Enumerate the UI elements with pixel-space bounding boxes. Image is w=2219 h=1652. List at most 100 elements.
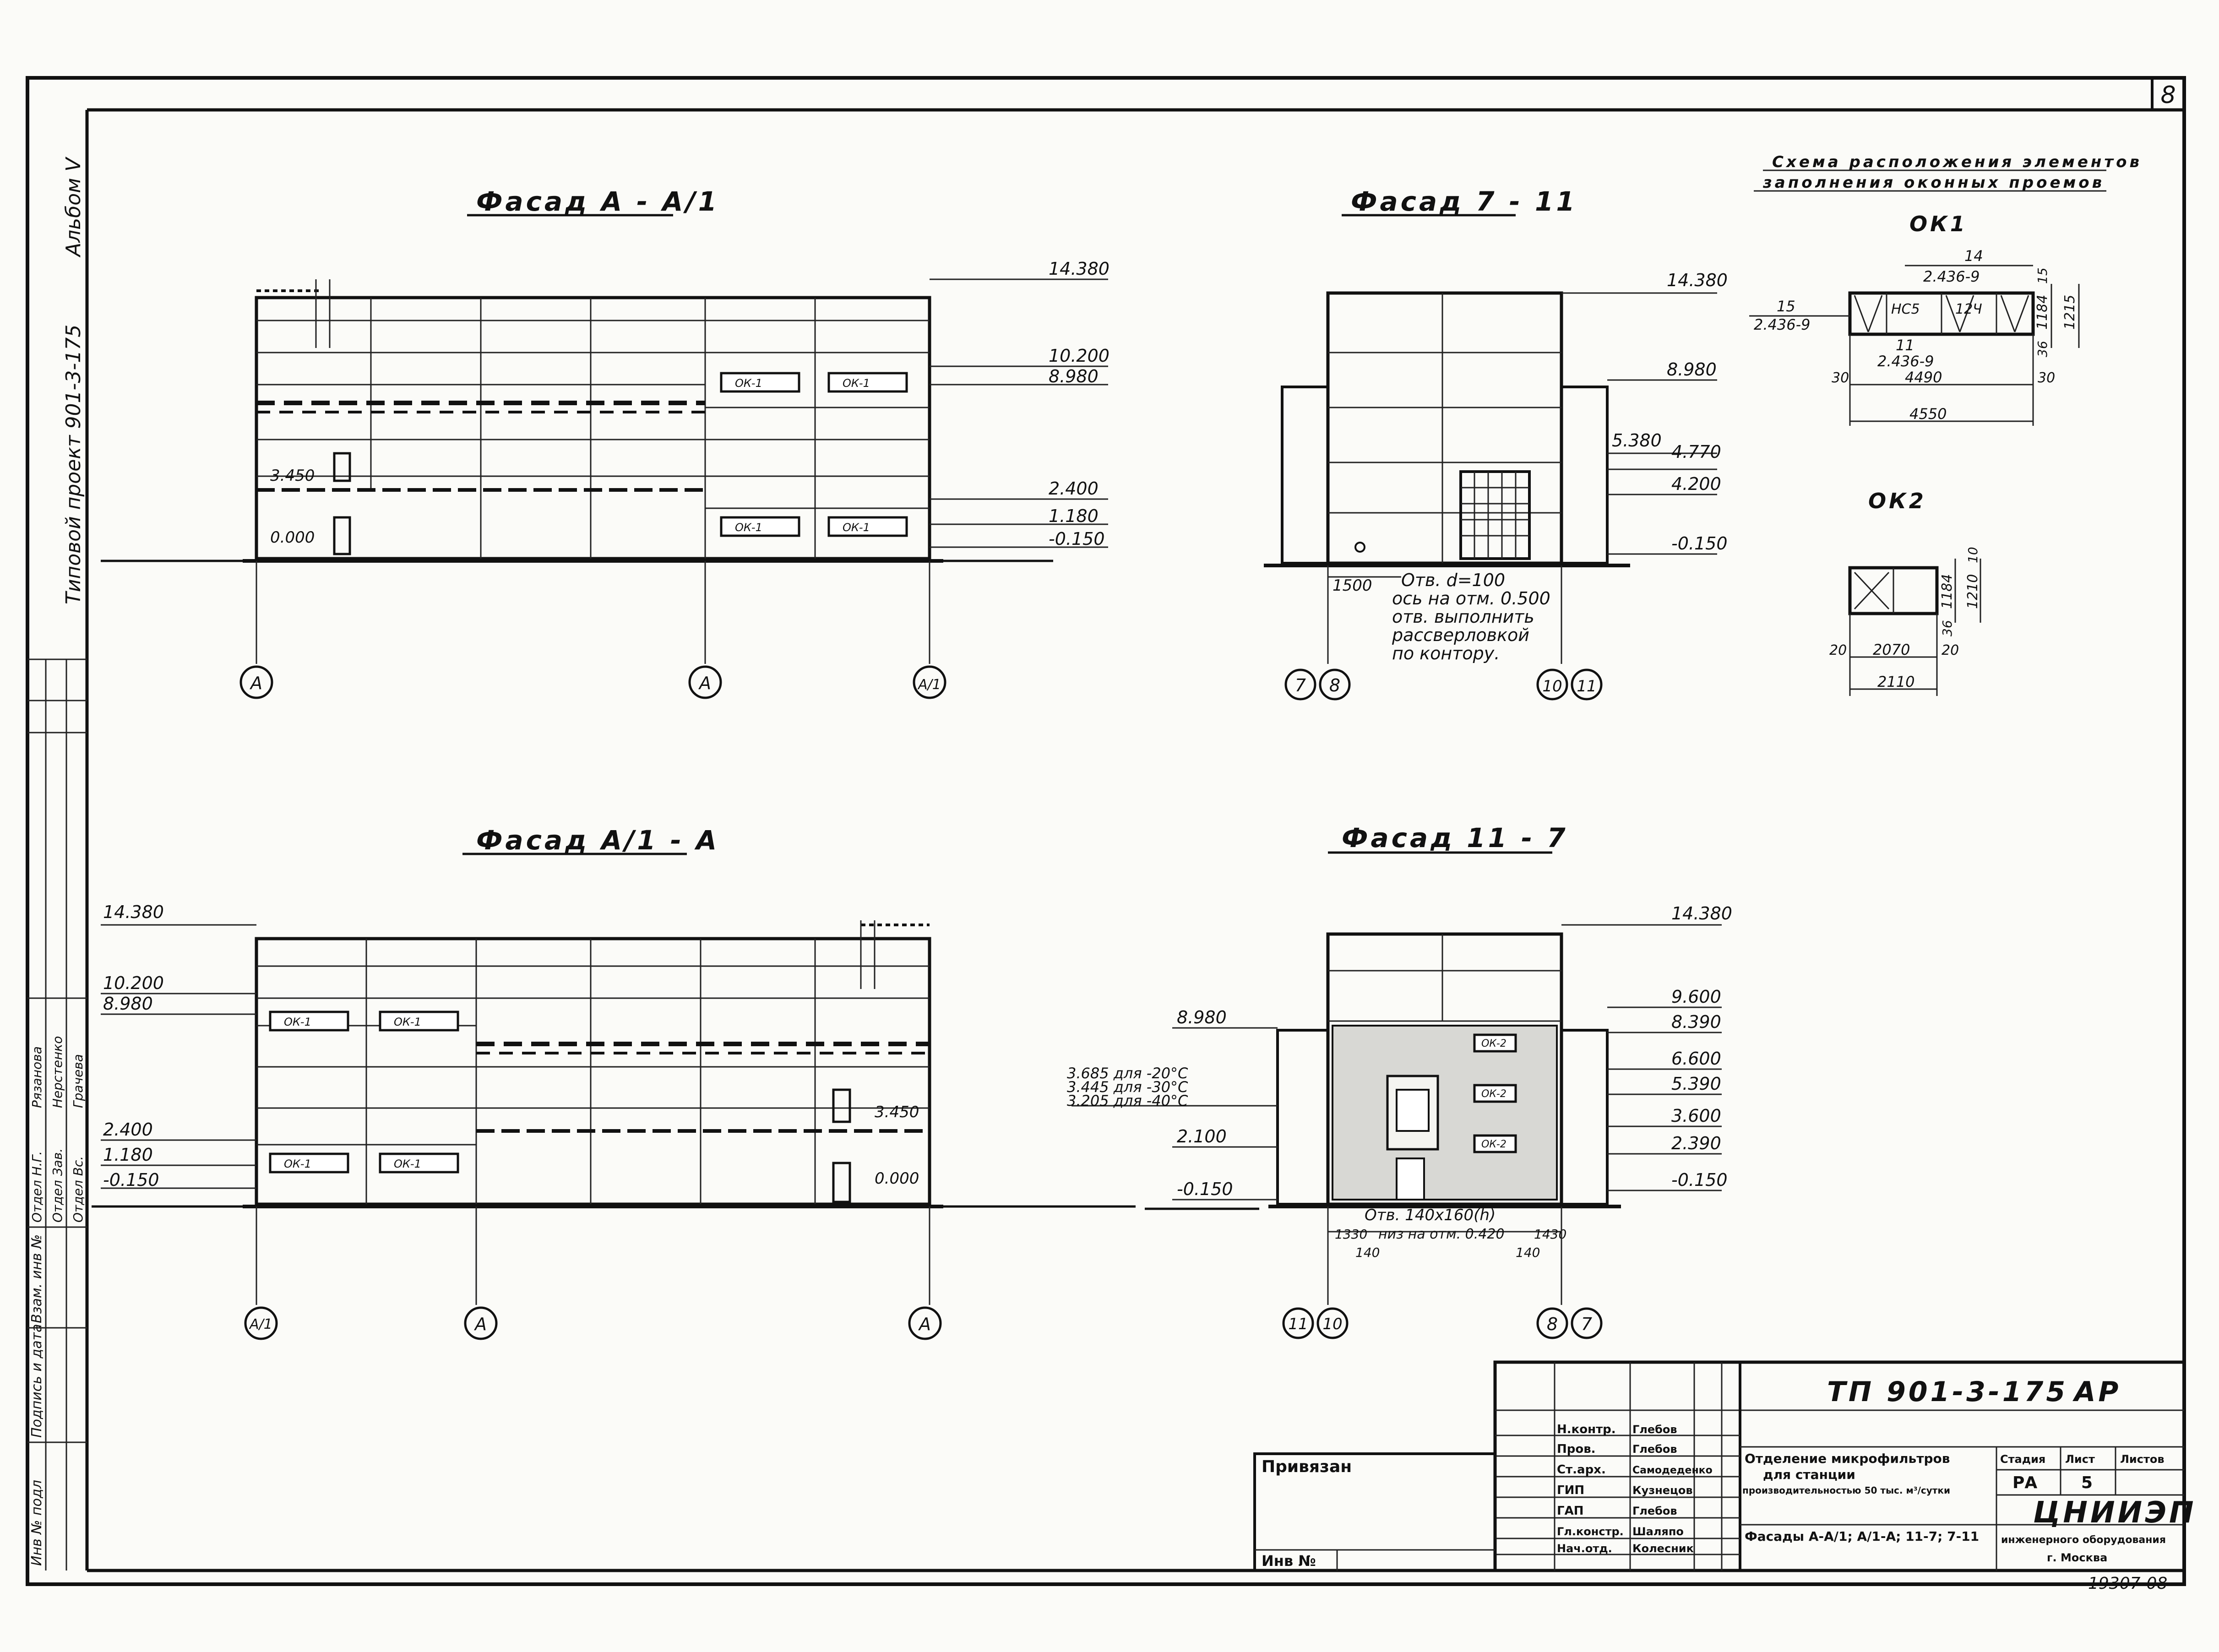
facade3-title: Фасад А/1 - А bbox=[476, 825, 719, 856]
f1-level-10200: 10.200 bbox=[1049, 346, 1110, 366]
tb-sheet-title: Фасады А-А/1; А/1-А; 11-7; 7-11 bbox=[1745, 1529, 1979, 1544]
f1-level-14380: 14.380 bbox=[1049, 259, 1110, 279]
f4-axis-7: 7 bbox=[1581, 1314, 1592, 1334]
facade-a-a1: Фасад А - А/1 bbox=[101, 186, 1110, 699]
ok1-height-a: 1184 bbox=[2034, 295, 2050, 330]
f3-axis-3: А bbox=[918, 1314, 931, 1334]
strip-cell-sign: Подпись и дата bbox=[29, 1324, 45, 1438]
tb-object-3: производительностью 50 тыс. м³/сутки bbox=[1742, 1485, 1950, 1496]
ok1-left-num: 15 bbox=[1777, 298, 1795, 315]
tb-name-2: Глебов bbox=[1632, 1443, 1677, 1456]
f3-level-10200: 10.200 bbox=[103, 973, 164, 993]
tb-role-3: Ст.арх. bbox=[1557, 1463, 1606, 1477]
tb-doc-code: ТП 901-3-175 bbox=[1827, 1376, 2068, 1408]
f1-axis-1: А bbox=[249, 673, 262, 693]
f1-axis-2: А bbox=[698, 673, 711, 693]
ok1-side-left: 30 bbox=[1832, 370, 1849, 386]
f4-level-left-8980: 8.980 bbox=[1177, 1007, 1227, 1027]
ok1-inner-width: 4490 bbox=[1905, 369, 1942, 386]
tb-stage-header: Стадия bbox=[2000, 1453, 2045, 1466]
strip-cell-dept2: Отдел Зав. bbox=[50, 1148, 65, 1223]
ok2-total-width: 2110 bbox=[1877, 673, 1914, 690]
f4-level-2390: 2.390 bbox=[1671, 1133, 1721, 1153]
tb-name-7: Колесник bbox=[1632, 1542, 1694, 1555]
project-label: Типовой проект 901-3-175 bbox=[62, 325, 85, 604]
f3-level-1180: 1.180 bbox=[103, 1145, 153, 1165]
f3-level-8980: 8.980 bbox=[103, 994, 153, 1014]
f2-level-8980: 8.980 bbox=[1667, 359, 1717, 380]
tb-org-2: инженерного оборудования bbox=[2001, 1534, 2166, 1546]
facade-7-11: Фасад 7 - 11 bbox=[1264, 186, 1728, 701]
f1-inner-level-3450: 3.450 bbox=[270, 467, 315, 485]
ok1-height-b: 1215 bbox=[2062, 295, 2078, 330]
ok1-side-right: 30 bbox=[2038, 370, 2055, 386]
f4-dim-2: 140 bbox=[1355, 1245, 1380, 1260]
f4-axis-10: 10 bbox=[1322, 1315, 1342, 1333]
tb-org: ЦНИИЭП bbox=[2033, 1496, 2197, 1530]
ok2-side-b: 10 bbox=[1965, 547, 1980, 563]
f4-level-14380: 14.380 bbox=[1671, 903, 1732, 924]
f1-window-4: ОК-1 bbox=[843, 521, 870, 534]
ok2-side-right: 20 bbox=[1942, 642, 1959, 658]
f1-level-1180: 1.180 bbox=[1049, 506, 1099, 526]
f2-axis-8: 8 bbox=[1329, 675, 1340, 696]
ok1-mid-num: 11 bbox=[1896, 337, 1914, 354]
f3-inner-level-0000: 0.000 bbox=[875, 1169, 919, 1188]
strip-cell-dept3: Отдел Вс. bbox=[71, 1156, 86, 1223]
f1-window-2: ОК-1 bbox=[843, 377, 870, 390]
tb-name-3: Самодеденко bbox=[1632, 1465, 1713, 1476]
strip-name-2: Нерстенко bbox=[50, 1036, 65, 1108]
sheet-frame: 8 bbox=[26, 76, 2186, 1586]
tb-role-1: Н.контр. bbox=[1557, 1423, 1616, 1436]
f1-window-3: ОК-1 bbox=[735, 521, 762, 534]
f2-level-4770: 4.770 bbox=[1671, 442, 1721, 462]
f4-window-3: ОК-2 bbox=[1481, 1139, 1507, 1150]
ok1-top-mark: 2.436-9 bbox=[1923, 268, 1980, 285]
f4-window-2: ОК-2 bbox=[1481, 1088, 1507, 1100]
ok2-label: ОК2 bbox=[1868, 489, 1926, 513]
tb-role-5: ГАП bbox=[1557, 1504, 1583, 1518]
facade-a1-a: Фасад А/1 - А ОК-1 ОК-1 bbox=[92, 825, 1136, 1340]
f4-level-left-2100: 2.100 bbox=[1177, 1126, 1227, 1147]
tb-city: г. Москва bbox=[2047, 1551, 2107, 1564]
f4-level-6600: 6.600 bbox=[1671, 1049, 1721, 1069]
ok1-top-dim: 14 bbox=[1964, 247, 1983, 265]
f4-level-8390: 8.390 bbox=[1671, 1012, 1721, 1032]
title-block: Привязан Инв № ТП 901-3-175 АР Н.контр. … bbox=[1253, 1360, 2197, 1593]
f4-temp-3: 3.205 для -40°С bbox=[1067, 1092, 1188, 1109]
f2-note-1: Отв. d=100 bbox=[1401, 570, 1505, 590]
tb-linked: Привязан bbox=[1262, 1457, 1352, 1476]
f2-axis-10: 10 bbox=[1542, 677, 1562, 696]
f3-level-14380: 14.380 bbox=[103, 902, 164, 922]
tb-sheets-header: Листов bbox=[2120, 1453, 2165, 1466]
f3-level-0150: -0.150 bbox=[103, 1170, 159, 1190]
ok1-label: ОК1 bbox=[1909, 212, 1968, 236]
tb-name-6: Шаляпо bbox=[1632, 1525, 1684, 1538]
f1-inner-level-0000: 0.000 bbox=[270, 528, 315, 547]
f3-window-1: ОК-1 bbox=[284, 1016, 311, 1028]
f3-window-2: ОК-1 bbox=[394, 1016, 421, 1028]
f2-level-0150: -0.150 bbox=[1671, 533, 1728, 554]
f3-axis-1: А/1 bbox=[249, 1316, 272, 1332]
tb-role-7: Нач.отд. bbox=[1557, 1542, 1612, 1555]
f2-level-14380: 14.380 bbox=[1667, 270, 1728, 290]
f4-axis-8: 8 bbox=[1547, 1314, 1558, 1334]
f2-dim-1500: 1500 bbox=[1332, 576, 1372, 595]
f3-level-2400: 2.400 bbox=[103, 1119, 153, 1140]
f2-axis-11: 11 bbox=[1577, 677, 1596, 696]
strip-name-3: Грачева bbox=[71, 1054, 86, 1108]
f1-axis-3: А/1 bbox=[917, 677, 941, 693]
tb-stage: РА bbox=[2012, 1473, 2037, 1492]
f2-note-3: отв. выполнить bbox=[1392, 607, 1534, 627]
f4-level-5390: 5.390 bbox=[1671, 1074, 1721, 1094]
f4-level-9600: 9.600 bbox=[1671, 987, 1721, 1007]
strip-cell-dept1: Отдел Н.Г. bbox=[29, 1151, 44, 1223]
ok2-height-a: 1184 bbox=[1939, 574, 1955, 609]
ok1-side-b: 15 bbox=[2035, 267, 2050, 284]
f4-axis-11: 11 bbox=[1288, 1315, 1308, 1333]
ok1-mid-mark: 2.436-9 bbox=[1877, 353, 1934, 370]
f1-window-1: ОК-1 bbox=[735, 377, 762, 390]
ok1-side-a: 36 bbox=[2035, 341, 2050, 357]
f2-level-4200: 4.200 bbox=[1671, 474, 1721, 494]
f3-axis-2: А bbox=[473, 1314, 487, 1334]
